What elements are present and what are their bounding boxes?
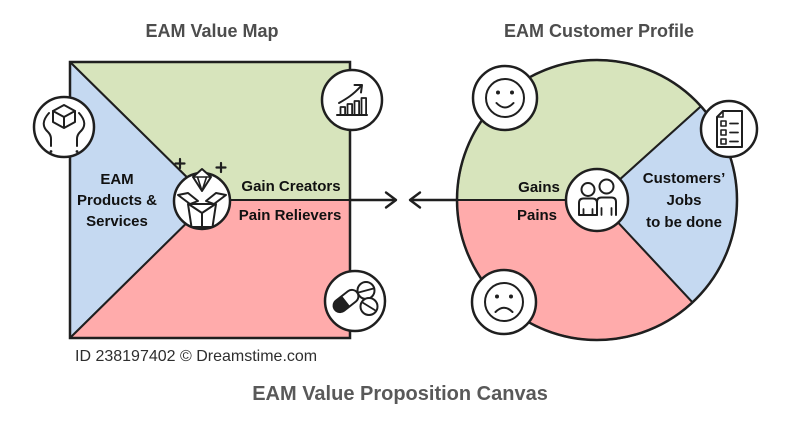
growth-chart-icon [320, 68, 384, 132]
products-services-line2: Products & [76, 192, 158, 209]
plus-icon [174, 157, 186, 170]
gain-creators-label: Gain Creators [241, 178, 341, 195]
watermark-text: ID 238197402 © Dreamstime.com [75, 348, 318, 365]
plus-icon [215, 161, 227, 174]
sad-face-icon [470, 268, 538, 336]
products-services-label: EAM Products & Services [77, 169, 157, 232]
customer-jobs-line2: Jobs [666, 192, 702, 209]
gift-box-diamond-icon [172, 157, 232, 231]
customer-jobs-label: Customers’ Jobs to be done [643, 168, 726, 234]
gains-label: Gains [518, 179, 560, 196]
customers-people-icon [564, 167, 630, 233]
value-map-square [68, 60, 352, 340]
arrow-left-icon [408, 191, 459, 209]
arrow-right-icon [348, 191, 398, 209]
customer-jobs-line3: to be done [646, 214, 722, 231]
pains-label: Pains [516, 207, 558, 224]
pain-relievers-label: Pain Relievers [238, 207, 342, 224]
products-services-line1: EAM [100, 171, 134, 188]
value-map-title: EAM Value Map [145, 21, 279, 41]
customer-profile-title: EAM Customer Profile [503, 21, 695, 41]
wrench-holding-box-icon [32, 95, 96, 159]
products-services-line3: Services [86, 213, 148, 230]
diagram-caption: EAM Value Proposition Canvas [252, 383, 548, 405]
pills-icon [323, 269, 387, 333]
happy-face-icon [471, 64, 539, 132]
checklist-icon [699, 99, 759, 159]
customer-jobs-line1: Customers’ [642, 170, 726, 187]
